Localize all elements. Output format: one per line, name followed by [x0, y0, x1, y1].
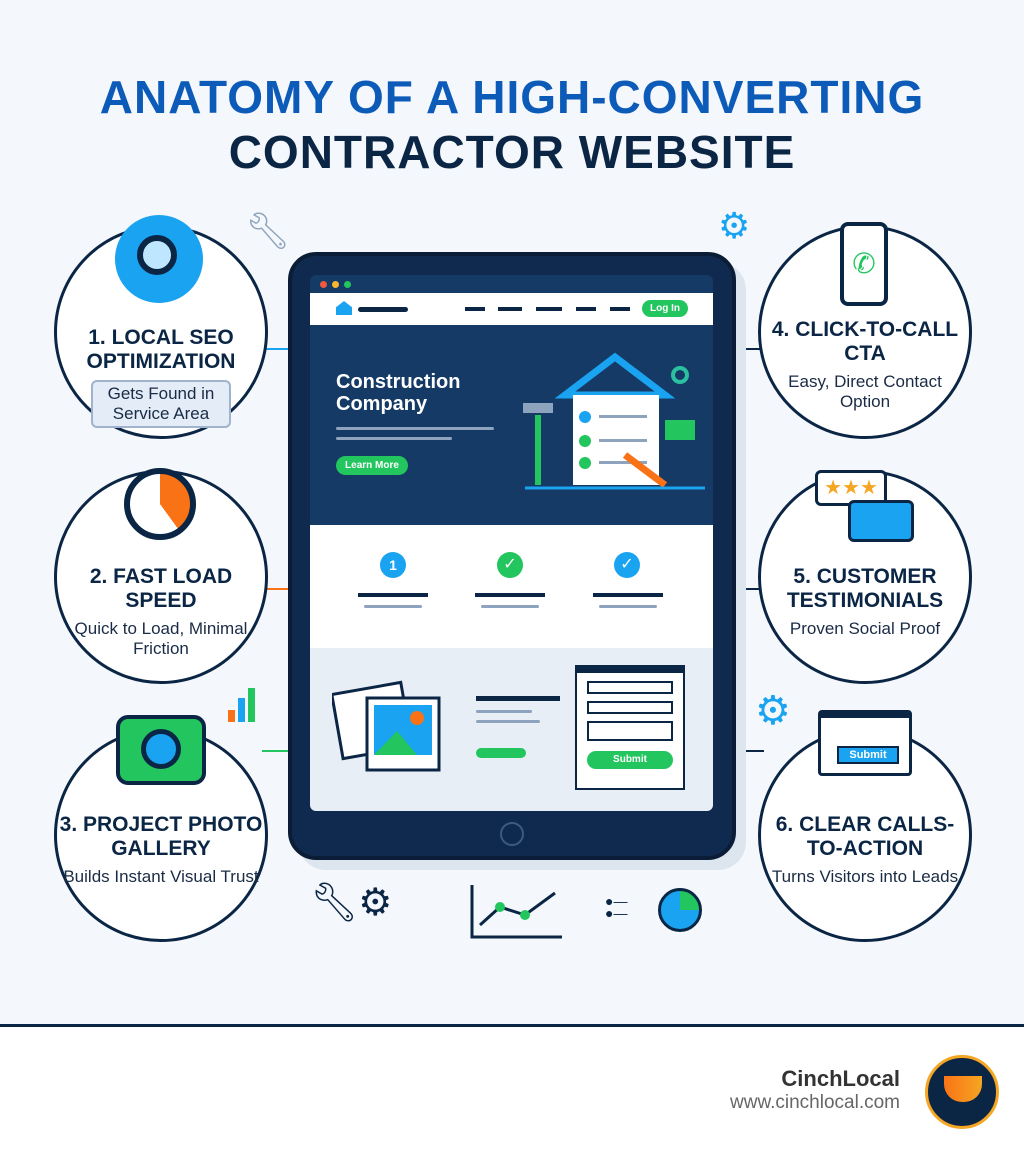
brand-name: CinchLocal: [781, 1066, 900, 1091]
title-line-2: CONTRACTOR WEBSITE: [228, 126, 796, 178]
website-mockup: Log In Construction Company Learn More 1…: [310, 275, 713, 811]
chat-bubble-icon: [848, 500, 914, 542]
magnifier-icon: [115, 215, 203, 303]
feature-calls-to-action: 6. CLEAR CALLS-TO-ACTION Turns Visitors …: [758, 728, 972, 942]
login-button[interactable]: Log In: [642, 300, 688, 317]
footer: [0, 1027, 1024, 1154]
check-icon: ✓: [614, 552, 640, 578]
gear-icon: ⚙: [718, 205, 751, 246]
step-number-badge: 1: [380, 552, 406, 578]
tools-icon: 🔧︎⚙: [310, 882, 393, 924]
brand-url[interactable]: www.cinchlocal.com: [730, 1092, 900, 1113]
bar-chart-icon: [228, 686, 255, 722]
gear-icon: ⚙: [755, 689, 791, 733]
submit-button[interactable]: Submit: [587, 751, 673, 769]
line-chart-icon: [470, 885, 562, 939]
form-field[interactable]: [587, 681, 673, 694]
window-dots: [320, 281, 351, 288]
form-field[interactable]: [587, 721, 673, 741]
form-submit-icon: Submit: [818, 710, 912, 776]
photo-gallery-icon: [332, 680, 441, 772]
phone-icon: ✆: [840, 222, 888, 306]
check-icon: ✓: [497, 552, 523, 578]
footer-divider: [0, 1024, 1024, 1027]
title-line-1: ANATOMY OF A HIGH-CONVERTING: [99, 71, 925, 123]
list-icon: ●—●—: [605, 893, 628, 921]
pie-chart-icon: [658, 888, 702, 932]
hero-title: Construction Company: [336, 371, 461, 415]
house-logo-icon: [336, 301, 352, 315]
stopwatch-icon: [124, 468, 196, 540]
wrench-icon: 🔧︎: [245, 210, 291, 251]
contact-form: Submit: [575, 665, 685, 790]
learn-more-button[interactable]: Learn More: [336, 456, 408, 475]
house-checklist-illustration: [523, 352, 705, 490]
home-button: [500, 822, 524, 846]
gallery-form-strip: Submit: [310, 648, 713, 811]
form-field[interactable]: [587, 701, 673, 714]
site-nav: Log In: [310, 293, 713, 325]
brand-logo: [925, 1055, 999, 1129]
features-strip: 1 ✓ ✓: [310, 525, 713, 648]
camera-icon: [116, 715, 206, 785]
